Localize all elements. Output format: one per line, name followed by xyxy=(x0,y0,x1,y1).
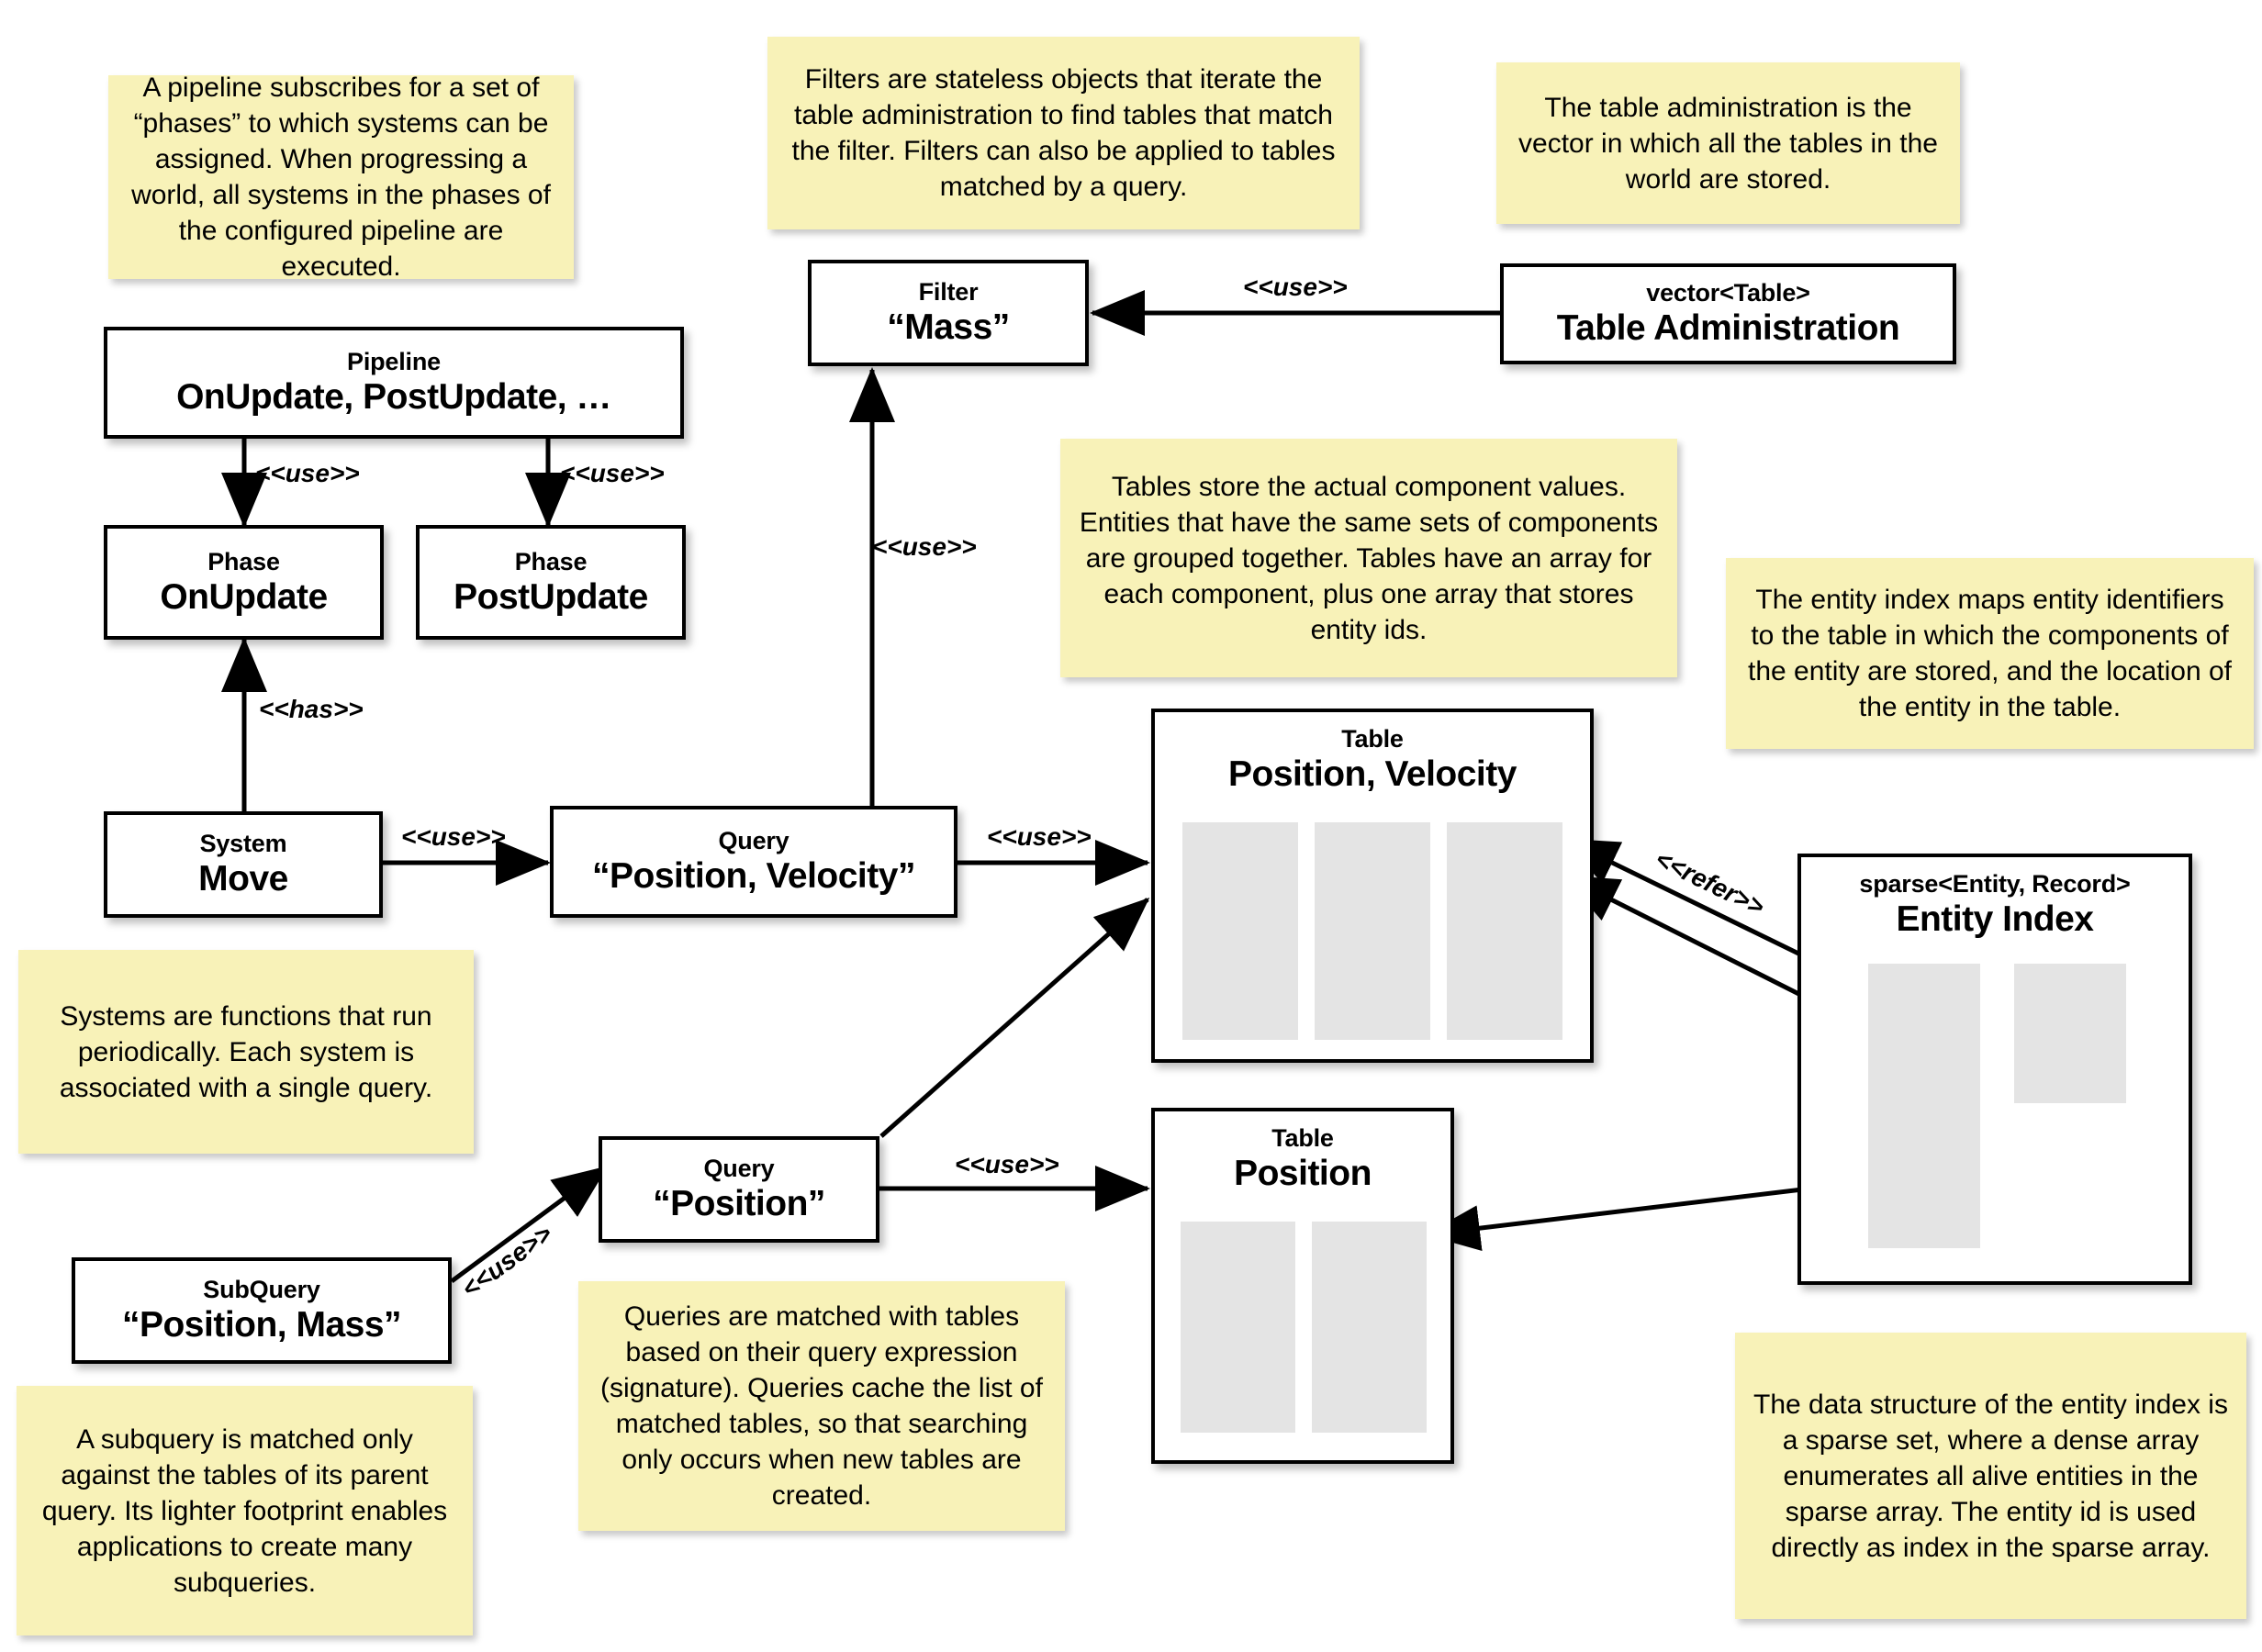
edge-label-entity-index-to-table-pv: <<refer>> xyxy=(1651,844,1769,921)
note-tables: Tables store the actual component values… xyxy=(1060,439,1677,677)
edge-label-subquery-to-query-p: <<use>> xyxy=(456,1219,558,1304)
note-systems: Systems are functions that run periodica… xyxy=(18,950,474,1154)
box-query-pv-stereotype: Query xyxy=(718,827,789,855)
box-phase-postupdate-name: PostUpdate xyxy=(454,576,648,617)
edge-label-system-to-query-pv: <<use>> xyxy=(401,822,506,851)
table-pv-arrays xyxy=(1182,822,1562,1040)
entity-index-dense-array xyxy=(2014,964,2126,1103)
box-phase-onupdate-stereotype: Phase xyxy=(207,547,280,575)
box-pipeline-name: OnUpdate, PostUpdate, … xyxy=(176,377,611,418)
box-subquery-position-mass[interactable]: SubQuery “Position, Mass” xyxy=(72,1257,452,1364)
box-query-p-stereotype: Query xyxy=(703,1155,775,1183)
note-filter-text: Filters are stateless objects that itera… xyxy=(791,64,1336,202)
box-system-move[interactable]: System Move xyxy=(104,811,383,918)
box-filter-mass[interactable]: Filter “Mass” xyxy=(808,260,1089,366)
box-table-position-velocity[interactable]: Table Position, Velocity xyxy=(1151,709,1594,1063)
entity-index-header: sparse<Entity, Record> Entity Index xyxy=(1801,857,2189,940)
box-query-position-velocity[interactable]: Query “Position, Velocity” xyxy=(550,806,957,918)
note-table-admin-text: The table administration is the vector i… xyxy=(1518,92,1938,195)
note-subquery: A subquery is matched only against the t… xyxy=(17,1386,473,1635)
edge-label-query-pv-to-table-pv: <<use>> xyxy=(987,822,1092,851)
box-entity-index-name: Entity Index xyxy=(1896,899,2094,940)
box-subquery-name: “Position, Mass” xyxy=(121,1305,402,1345)
box-table-administration[interactable]: vector<Table> Table Administration xyxy=(1500,263,1956,364)
table-p-array-1 xyxy=(1181,1222,1295,1433)
box-pipeline[interactable]: Pipeline OnUpdate, PostUpdate, … xyxy=(104,327,684,439)
box-pipeline-stereotype: Pipeline xyxy=(347,348,441,376)
note-table-admin: The table administration is the vector i… xyxy=(1496,62,1960,224)
box-table-pv-stereotype: Table xyxy=(1341,725,1404,753)
note-entity-index-text: The entity index maps entity identifiers… xyxy=(1747,585,2232,722)
note-systems-text: Systems are functions that run periodica… xyxy=(59,1000,433,1103)
note-pipeline: A pipeline subscribes for a set of “phas… xyxy=(108,73,574,282)
note-sparse-set-text: The data structure of the entity index i… xyxy=(1753,1389,2228,1563)
table-pv-header: Table Position, Velocity xyxy=(1155,712,1590,795)
table-pv-array-1 xyxy=(1182,822,1298,1040)
edge-query-p-to-table-pv xyxy=(879,898,1150,1138)
edge-label-system-to-phase-onupdate: <<has>> xyxy=(259,695,364,723)
edge-label-query-pv-to-filter-mass: <<use>> xyxy=(872,532,977,561)
box-table-p-stereotype: Table xyxy=(1271,1124,1334,1152)
note-sparse-set: The data structure of the entity index i… xyxy=(1735,1333,2246,1619)
box-table-admin-name: Table Administration xyxy=(1556,308,1900,349)
box-phase-postupdate[interactable]: Phase PostUpdate xyxy=(416,525,686,640)
table-p-array-2 xyxy=(1312,1222,1427,1433)
note-filter: Filters are stateless objects that itera… xyxy=(767,37,1360,229)
note-subquery-text: A subquery is matched only against the t… xyxy=(41,1423,448,1598)
edge-label-table-admin-to-filter: <<use>> xyxy=(1243,273,1348,301)
box-query-position[interactable]: Query “Position” xyxy=(599,1136,879,1243)
box-query-p-name: “Position” xyxy=(653,1184,825,1224)
table-pv-array-2 xyxy=(1315,822,1430,1040)
box-subquery-stereotype: SubQuery xyxy=(203,1276,320,1304)
table-p-arrays xyxy=(1181,1222,1427,1433)
entity-index-sparse-array xyxy=(1868,964,1980,1248)
note-pipeline-text: A pipeline subscribes for a set of “phas… xyxy=(131,73,551,282)
box-system-move-name: Move xyxy=(198,859,288,899)
box-table-p-name: Position xyxy=(1234,1154,1372,1194)
note-queries-text: Queries are matched with tables based on… xyxy=(600,1301,1043,1511)
box-query-pv-name: “Position, Velocity” xyxy=(592,856,915,897)
edge-label-pipeline-to-postupdate: <<use>> xyxy=(560,459,665,487)
box-filter-mass-name: “Mass” xyxy=(887,307,1010,348)
note-queries: Queries are matched with tables based on… xyxy=(578,1281,1065,1531)
table-pv-array-3 xyxy=(1447,822,1562,1040)
note-entity-index: The entity index maps entity identifiers… xyxy=(1726,558,2254,749)
box-phase-onupdate[interactable]: Phase OnUpdate xyxy=(104,525,384,640)
box-system-move-stereotype: System xyxy=(199,830,287,858)
table-p-header: Table Position xyxy=(1155,1111,1450,1194)
box-table-admin-stereotype: vector<Table> xyxy=(1646,279,1810,307)
box-entity-index-stereotype: sparse<Entity, Record> xyxy=(1859,870,2131,898)
edge-label-pipeline-to-onupdate: <<use>> xyxy=(255,459,360,487)
box-table-position[interactable]: Table Position xyxy=(1151,1108,1454,1464)
note-tables-text: Tables store the actual component values… xyxy=(1079,471,1659,645)
edge-subquery-to-query-p xyxy=(450,1165,609,1284)
box-table-pv-name: Position, Velocity xyxy=(1228,754,1517,795)
box-phase-onupdate-name: OnUpdate xyxy=(160,576,328,617)
box-entity-index[interactable]: sparse<Entity, Record> Entity Index xyxy=(1797,854,2192,1285)
edge-label-query-p-to-table-p: <<use>> xyxy=(955,1150,1059,1178)
box-phase-postupdate-stereotype: Phase xyxy=(514,547,588,575)
box-filter-mass-stereotype: Filter xyxy=(918,278,979,307)
